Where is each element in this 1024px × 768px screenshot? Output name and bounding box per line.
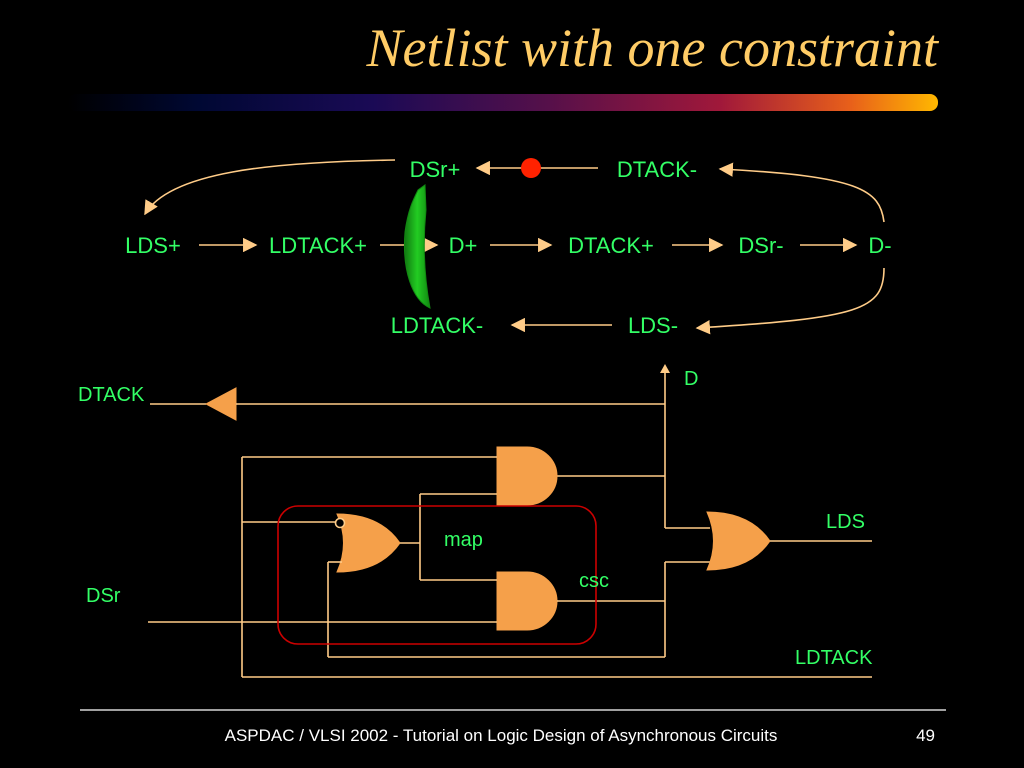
page-number: 49 <box>916 726 935 745</box>
footer-text: ASPDAC / VLSI 2002 - Tutorial on Logic D… <box>225 726 778 745</box>
csc-label: csc <box>579 570 609 592</box>
constraint-arrow <box>403 184 431 309</box>
title-underline-bar <box>68 94 938 111</box>
and-gate-bottom <box>496 571 558 631</box>
event-lds-minus: LDS- <box>628 313 678 338</box>
event-dtack-minus: DTACK- <box>617 157 697 182</box>
ldtack-label: LDTACK <box>795 647 873 669</box>
d-label: D <box>684 368 698 390</box>
and-gate-top <box>496 446 558 506</box>
dtack-label: DTACK <box>78 384 145 406</box>
event-d-plus: D+ <box>449 233 478 258</box>
event-dtack-plus: DTACK+ <box>568 233 654 258</box>
lds-label: LDS <box>826 511 865 533</box>
event-dsr-plus: DSr+ <box>410 157 461 182</box>
dsr-label: DSr <box>86 585 121 607</box>
token-marker <box>521 158 541 178</box>
event-d-minus: D- <box>868 233 891 258</box>
or-input-inverter-bubble <box>334 517 346 529</box>
or-gate-lds <box>706 511 771 571</box>
event-lds-plus: LDS+ <box>125 233 181 258</box>
map-region-box <box>277 505 597 645</box>
event-ldtack-minus: LDTACK- <box>391 313 484 338</box>
or-gate-csc <box>336 513 401 573</box>
event-ldtack-plus: LDTACK+ <box>269 233 367 258</box>
d-output-arrow <box>660 364 670 373</box>
map-label: map <box>444 529 483 551</box>
arc-dsrplus-ldsplus <box>144 159 396 216</box>
slide-title: Netlist with one constraint <box>365 18 940 78</box>
arc-dminus-dtackminus <box>718 162 885 223</box>
event-dsr-minus: DSr- <box>738 233 783 258</box>
arc-dminus-ldsminus <box>695 267 885 335</box>
dtack-buffer-gate <box>204 387 237 421</box>
